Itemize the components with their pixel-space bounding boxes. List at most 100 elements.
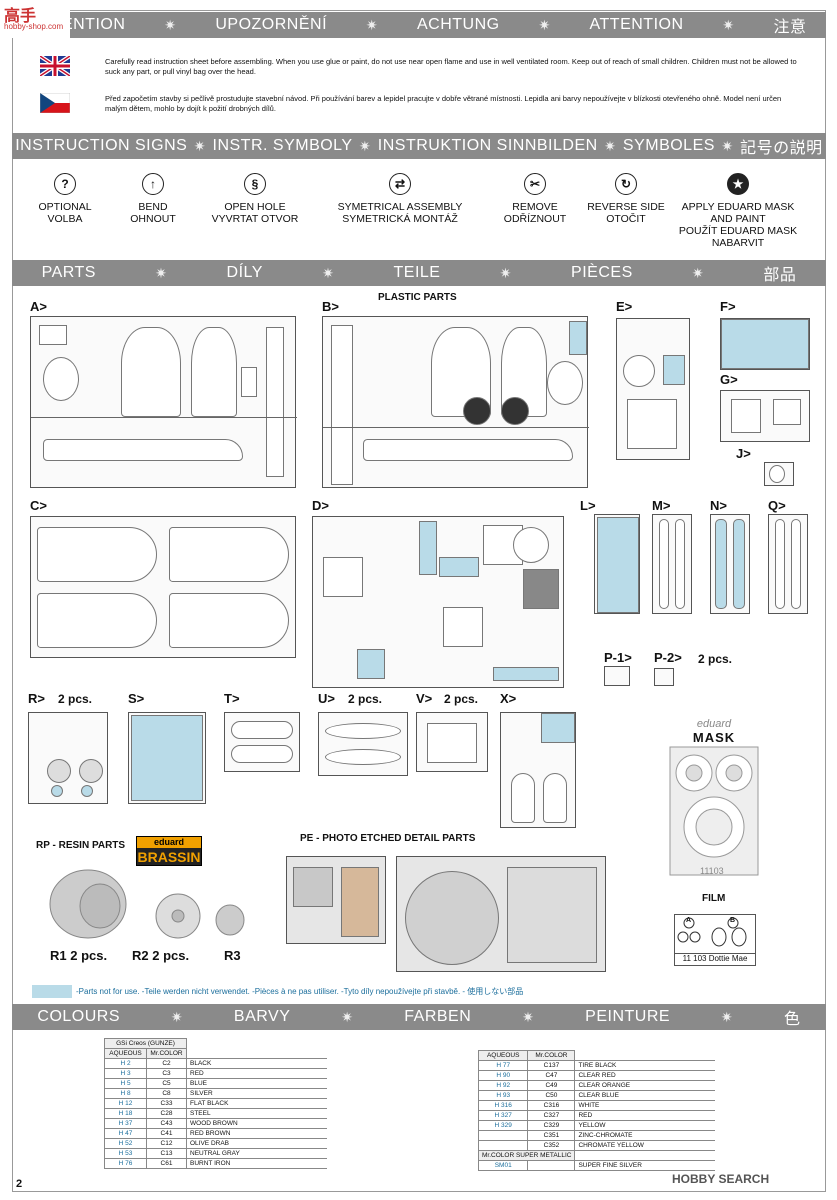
- sprue-r: [28, 712, 108, 804]
- mr-color-code: C41: [146, 1128, 187, 1139]
- czech-flag-icon: [40, 93, 70, 113]
- sprue-label-r: R>: [28, 691, 45, 706]
- colour-name: ZINC-CHROMATE: [574, 1130, 715, 1141]
- banner-text: DÍLY: [226, 264, 263, 281]
- aqueous-code: H 47: [104, 1128, 147, 1139]
- colour-name: BLACK: [186, 1058, 327, 1069]
- table-header: AQUEOUS: [477, 1050, 529, 1061]
- mr-color-code: C12: [146, 1138, 187, 1149]
- banner-text: 色: [783, 1011, 801, 1028]
- pe-title: PE - PHOTO ETCHED DETAIL PARTS: [300, 833, 476, 844]
- site-logo: 高手 hobby-shop.com: [0, 0, 70, 38]
- mr-color-code: C137: [527, 1060, 576, 1071]
- film-pieces: [677, 917, 747, 947]
- sprue-label-l: L>: [580, 498, 596, 513]
- banner-text: ATTENTION: [589, 16, 684, 33]
- mr-color-code: C61: [146, 1158, 187, 1169]
- sprue-label-p1: P-1>: [604, 650, 632, 665]
- cut-icon: ✂: [524, 173, 546, 195]
- colour-name: BURNT IRON: [186, 1158, 327, 1169]
- aqueous-code: H 77: [477, 1060, 529, 1071]
- film-sheet: A B 11 103 Dottie Mae: [674, 914, 756, 966]
- aqueous-code: H 93: [477, 1090, 529, 1101]
- resin-r2-label: R2 2 pcs.: [132, 948, 190, 963]
- sprue-e: [616, 318, 690, 460]
- sign-label: VYVRTAT OTVOR: [211, 213, 299, 225]
- logo-subtext: hobby-shop.com: [4, 22, 64, 31]
- colour-name: STEEL: [186, 1108, 327, 1119]
- aqueous-code: H 76: [104, 1158, 147, 1169]
- sign-label: APPLY EDUARD MASK AND PAINT: [681, 201, 795, 225]
- banner-text: 注意: [773, 19, 807, 36]
- banner-text: INSTR. SYMBOLY: [212, 137, 353, 154]
- aqueous-code: H 53: [104, 1148, 147, 1159]
- mr-color-code: [527, 1160, 576, 1171]
- sprue-label-t: T>: [224, 691, 240, 706]
- sign-label: REVERSE SIDE: [587, 201, 665, 213]
- sprue-label-g: G>: [720, 372, 738, 387]
- mask-number: 11103: [700, 866, 724, 876]
- film-title: FILM: [702, 893, 726, 904]
- colour-name: WOOD BROWN: [186, 1118, 327, 1129]
- mr-color-code: C50: [527, 1090, 576, 1101]
- sprue-qty: 2 pcs.: [698, 652, 733, 666]
- sprue-l: [594, 514, 640, 614]
- sign-open-hole: § OPEN HOLE VYVRTAT OTVOR: [200, 173, 310, 225]
- symmetric-icon: ⇄: [389, 173, 411, 195]
- mr-color-code: C13: [146, 1148, 187, 1159]
- unused-parts-swatch: [32, 985, 72, 998]
- banner-text: UPOZORNĚNÍ: [215, 16, 328, 33]
- sign-optional: ? OPTIONAL VOLBA: [20, 173, 110, 225]
- aqueous-code: H 8: [104, 1088, 147, 1099]
- pe-fret-2: [396, 856, 606, 972]
- plastic-parts-title: PLASTIC PARTS: [378, 292, 457, 303]
- colour-name: RED BROWN: [186, 1128, 327, 1139]
- mr-color-code: C5: [146, 1078, 187, 1089]
- brassin-logo: eduard BRASSIN: [136, 836, 202, 866]
- mr-color-code: C327: [527, 1110, 576, 1121]
- sign-bend: ↑ BEND OHNOUT: [108, 173, 198, 225]
- banner-text: BARVY: [233, 1008, 291, 1025]
- colour-name: FLAT BLACK: [186, 1098, 327, 1109]
- mr-color-code: C43: [146, 1118, 187, 1129]
- brassin-name: BRASSIN: [137, 849, 201, 865]
- sign-eduard-mask: ★ APPLY EDUARD MASK AND PAINT POUŽÍT EDU…: [670, 173, 806, 249]
- mr-color-code: C8: [146, 1088, 187, 1099]
- sprue-label-n: N>: [710, 498, 727, 513]
- sprue-v: [416, 712, 488, 772]
- table-row: Mr.COLOR SUPER METALLIC: [477, 1150, 715, 1161]
- page-number: 2: [16, 1178, 23, 1190]
- colour-name: WHITE: [574, 1100, 715, 1111]
- eduard-mask: eduard MASK 11103: [668, 718, 760, 880]
- resin-r3-label: R3: [224, 948, 241, 963]
- sprue-p1: [604, 666, 630, 686]
- sprue-c: [30, 516, 296, 658]
- colour-name: TIRE BLACK: [574, 1060, 715, 1071]
- sign-label: SYMETRICKÁ MONTÁŽ: [342, 213, 458, 225]
- aqueous-code: H 90: [477, 1070, 529, 1081]
- sprue-u: [318, 712, 408, 776]
- sign-label: BEND: [138, 201, 168, 213]
- sprue-label-e: E>: [616, 299, 633, 314]
- colour-name: YELLOW: [574, 1120, 715, 1131]
- question-icon: ?: [54, 173, 76, 195]
- mr-color-code: C33: [146, 1098, 187, 1109]
- sprue-qty: 2 pcs.: [58, 692, 93, 706]
- table-caption: Mr.COLOR SUPER METALLIC: [477, 1150, 576, 1161]
- sprue-qty: 2 pcs.: [444, 692, 479, 706]
- sprue-t: [224, 712, 300, 772]
- sprue-label-m: M>: [652, 498, 671, 513]
- mask-brand: eduard: [696, 718, 732, 730]
- colour-name: CLEAR BLUE: [574, 1090, 715, 1101]
- sign-label: OTOČIT: [606, 213, 646, 225]
